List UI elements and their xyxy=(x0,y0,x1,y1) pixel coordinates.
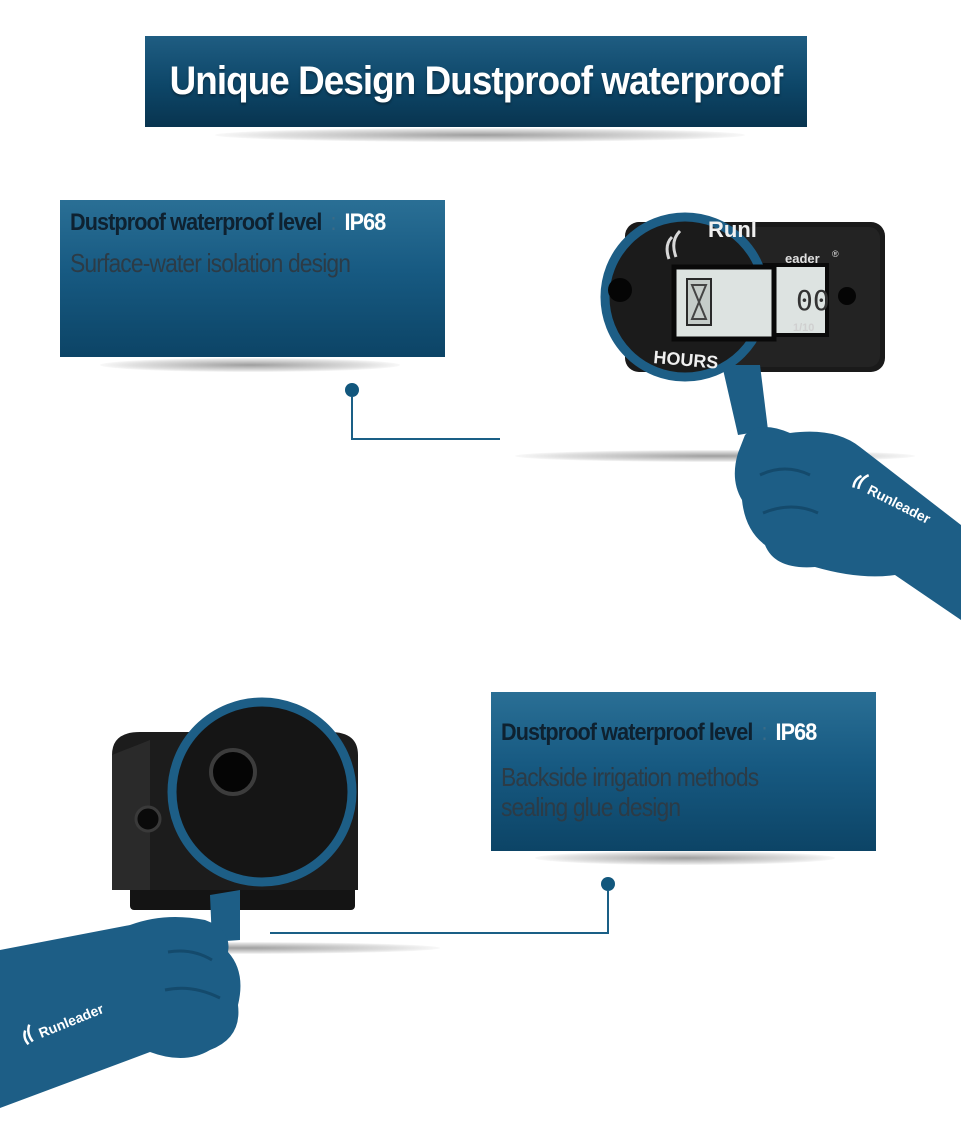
top-panel-shadow xyxy=(100,358,400,372)
bottom-connector-line xyxy=(270,890,609,934)
page-title: Unique Design Dustproof waterproof xyxy=(169,59,784,103)
bottom-connector-dot xyxy=(601,877,615,891)
top-info-panel: Dustproof waterproof level: IP68 Surface-… xyxy=(60,200,445,357)
magnifier-handle xyxy=(722,365,768,435)
top-connector-dot xyxy=(345,383,359,397)
top-info-description: Surface-water isolation design xyxy=(70,248,351,278)
lcd-digits: 00 xyxy=(796,284,830,317)
bottom-info-headline: Dustproof waterproof level: IP68 xyxy=(501,719,818,747)
top-info-headline: Dustproof waterproof level: IP68 xyxy=(70,209,387,237)
bottom-info-description-line2: sealing glue design xyxy=(501,792,681,822)
bottom-info-description-line1: Backside irrigation methods xyxy=(501,762,759,792)
back-hole-large-icon xyxy=(209,748,257,796)
bottom-info-separator: : xyxy=(761,719,767,746)
magnifier-lens-bottom xyxy=(167,697,357,887)
bottom-info-value: IP68 xyxy=(775,719,818,746)
bottom-info-panel: Dustproof waterproof level: IP68 Backside… xyxy=(491,692,876,851)
top-connector-line xyxy=(351,396,500,440)
top-device-illustration: 00 1/10 eader ® Runl HOURS Runleader xyxy=(600,212,961,620)
mount-hole-right-icon xyxy=(838,287,856,305)
device-brand-rest: eader xyxy=(785,251,820,266)
device-brand-partial: Runl xyxy=(708,217,757,242)
bottom-panel-shadow xyxy=(535,851,835,865)
top-info-separator: : xyxy=(330,209,336,236)
hand-bottom xyxy=(0,916,241,1108)
hand-top xyxy=(734,426,961,620)
top-info-value: IP68 xyxy=(344,209,387,236)
bottom-device-illustration: Runleader xyxy=(0,697,358,1108)
bottom-info-label: Dustproof waterproof level xyxy=(501,719,753,746)
device-fraction-label: 1/10 xyxy=(793,322,814,334)
title-banner: Unique Design Dustproof waterproof xyxy=(145,36,807,127)
back-hole-small-icon xyxy=(134,805,162,833)
top-info-label: Dustproof waterproof level xyxy=(70,209,322,236)
title-banner-shadow xyxy=(215,128,745,142)
device-registered-mark: ® xyxy=(832,249,839,259)
brand-logo-icon xyxy=(665,229,682,260)
